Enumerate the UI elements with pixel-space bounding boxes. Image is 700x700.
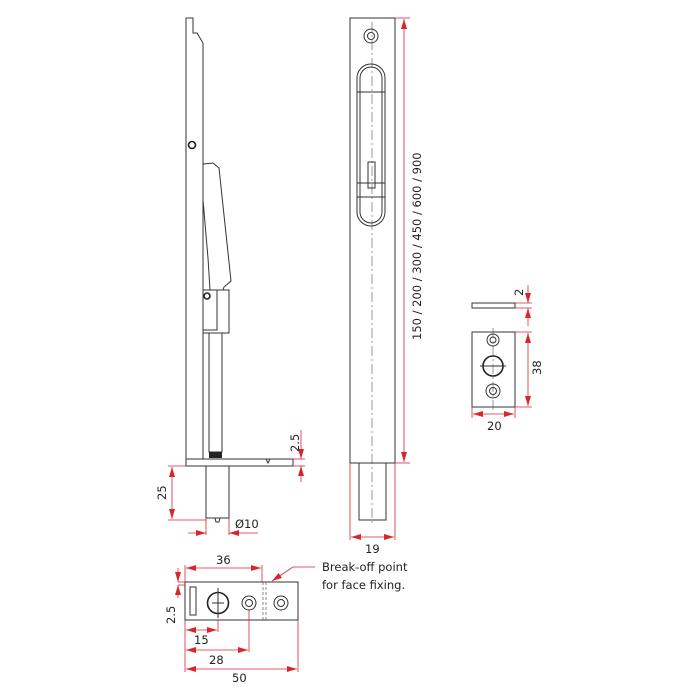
plate-thickness-dim: 2.5 <box>288 434 302 452</box>
diameter-dim: Ø10 <box>235 517 259 531</box>
base-plate <box>185 458 294 467</box>
width-dim: 19 <box>365 542 380 556</box>
length-dim: 50 <box>232 671 247 685</box>
bolt-block <box>202 289 230 334</box>
keep: 2 38 20 <box>471 285 544 433</box>
break-dim: 36 <box>216 553 231 567</box>
break-note-line1: Break-off point <box>322 560 408 574</box>
keep-height-dim: 38 <box>530 360 544 375</box>
strike-plate: 36 Break-off point for face fixing. 2.5 … <box>164 553 408 685</box>
break-note-line2: for face fixing. <box>322 578 405 592</box>
hole2-dim: 28 <box>209 653 224 667</box>
strike-thickness-dim: 2.5 <box>164 606 178 624</box>
keep-thickness-dim: 2 <box>512 289 526 296</box>
front-view: 150 / 200 / 300 / 450 / 600 / 900 19 <box>349 17 424 556</box>
length-dim: 150 / 200 / 300 / 450 / 600 / 900 <box>410 152 424 340</box>
slot <box>356 63 386 227</box>
fixing-hole <box>187 140 197 150</box>
keep-width-dim: 20 <box>487 419 502 433</box>
lever <box>202 162 232 291</box>
bolt-rod <box>208 332 223 453</box>
hole1-dim: 15 <box>194 633 209 647</box>
projection-dim: 25 <box>155 485 169 500</box>
side-view: 2.5 25 Ø10 <box>155 17 305 536</box>
bolt <box>205 465 230 519</box>
bolt-end <box>358 462 387 521</box>
